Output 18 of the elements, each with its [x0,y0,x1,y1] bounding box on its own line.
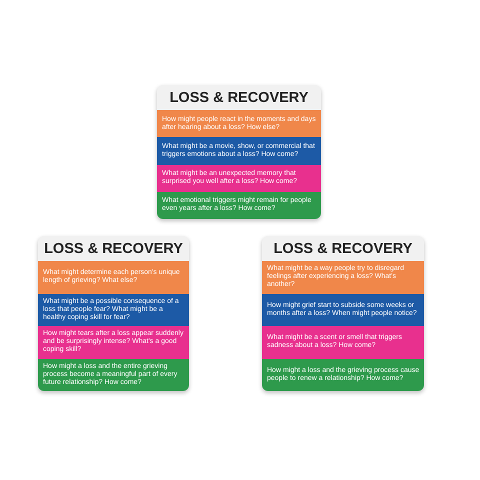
question-card [262,236,424,391]
question-band [157,192,321,219]
question-band [157,110,321,138]
question-band [262,294,424,326]
question-band [262,326,424,358]
question-band [157,164,321,192]
question-card [38,236,189,391]
question-card [157,85,321,219]
question-band [38,326,189,358]
card-title: LOSS & RECOVERY [43,240,184,259]
question-band [262,358,424,391]
question-band [157,137,321,164]
card-title: LOSS & RECOVERY [168,89,310,108]
question-band [38,358,189,391]
card-title: LOSS & RECOVERY [272,240,414,259]
question-band [38,261,189,294]
question-band [38,294,189,326]
question-band [262,261,424,294]
